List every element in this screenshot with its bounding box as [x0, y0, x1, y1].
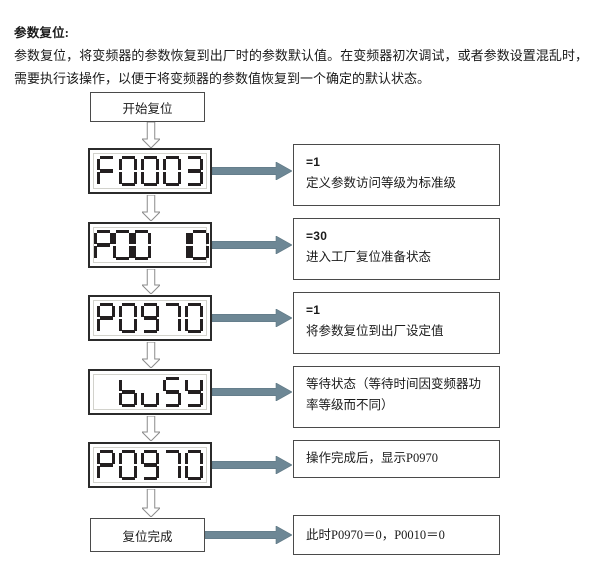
lcd-digit [152, 230, 168, 261]
lcd-digit [162, 376, 182, 408]
lcd-screen [93, 153, 207, 189]
lcd-digit [184, 302, 204, 334]
lcd-screen [93, 447, 207, 483]
note-description: 等待状态（等待时间因变频器功率等级而不同） [306, 377, 482, 412]
flow-start-box: 开始复位 [90, 92, 205, 122]
annotation-arrow-right [205, 526, 292, 544]
lcd-digit [96, 449, 116, 481]
lcd-digit [185, 155, 204, 187]
lcd-digit [118, 449, 138, 481]
lcd-display-3 [88, 295, 212, 341]
lcd-screen [93, 227, 209, 263]
note-value: =1 [306, 303, 321, 317]
lcd-digit [118, 302, 138, 334]
note-description: 操作完成后，显示P0970 [306, 451, 438, 465]
lcd-digit [184, 377, 204, 408]
flow-start-label: 开始复位 [122, 101, 173, 116]
note-description: 将参数复位到出厂设定值 [306, 324, 444, 338]
note-box-3: =1 将参数复位到出厂设定值 [293, 292, 500, 354]
lcd-digit [113, 229, 133, 261]
lcd-display-1 [88, 148, 212, 194]
lcd-digit [162, 155, 182, 187]
lcd-digit [97, 377, 116, 408]
flow-arrow-down [142, 342, 160, 368]
flow-arrow-down [142, 122, 160, 148]
flow-end-label: 复位完成 [122, 529, 173, 544]
note-value: =1 [306, 155, 321, 169]
note-description: 进入工厂复位准备状态 [306, 250, 432, 264]
flow-arrow-down [142, 489, 160, 517]
note-value: =30 [306, 229, 328, 243]
note-description: 定义参数访问等级为标准级 [306, 176, 457, 190]
lcd-digit [132, 229, 152, 261]
annotation-arrow-right [212, 309, 292, 327]
lcd-digit [118, 155, 138, 187]
page-title: 参数复位: [14, 26, 70, 40]
lcd-digit [140, 302, 160, 334]
lcd-digit [163, 302, 182, 334]
lcd-display-5 [88, 442, 212, 488]
lcd-digit [189, 229, 209, 261]
lcd-digit [163, 449, 182, 481]
annotation-arrow-right [212, 236, 292, 254]
lcd-digit [171, 230, 190, 261]
lcd-display-4 [88, 369, 212, 415]
lcd-digit [140, 449, 160, 481]
lcd-digit [96, 302, 116, 334]
flow-arrow-down [142, 269, 160, 294]
final-note-box: 此时P0970＝0，P0010＝0 [293, 515, 500, 555]
lcd-digit [184, 449, 204, 481]
annotation-arrow-right [212, 456, 292, 474]
flow-end-box: 复位完成 [90, 518, 205, 552]
note-box-5: 操作完成后，显示P0970 [293, 440, 500, 478]
lcd-screen [93, 374, 207, 410]
annotation-arrow-right [212, 162, 292, 180]
lcd-digit [96, 155, 116, 187]
flow-arrow-down [142, 416, 160, 441]
flow-arrow-down [142, 195, 160, 221]
lcd-digit [118, 377, 138, 408]
annotation-arrow-right [212, 383, 292, 401]
lcd-screen [93, 300, 207, 336]
note-box-4: 等待状态（等待时间因变频器功率等级而不同） [293, 366, 500, 428]
lcd-display-2 [88, 222, 212, 268]
lcd-digit [140, 377, 160, 408]
note-box-2: =30 进入工厂复位准备状态 [293, 218, 500, 280]
lcd-digit [140, 155, 160, 187]
lcd-digit [93, 229, 113, 261]
final-note-text: 此时P0970＝0，P0010＝0 [306, 528, 445, 542]
intro-paragraph: 参数复位，将变频器的参数恢复到出厂时的参数默认值。在变频器初次调试，或者参数设置… [14, 48, 588, 86]
note-box-1: =1 定义参数访问等级为标准级 [293, 144, 500, 206]
